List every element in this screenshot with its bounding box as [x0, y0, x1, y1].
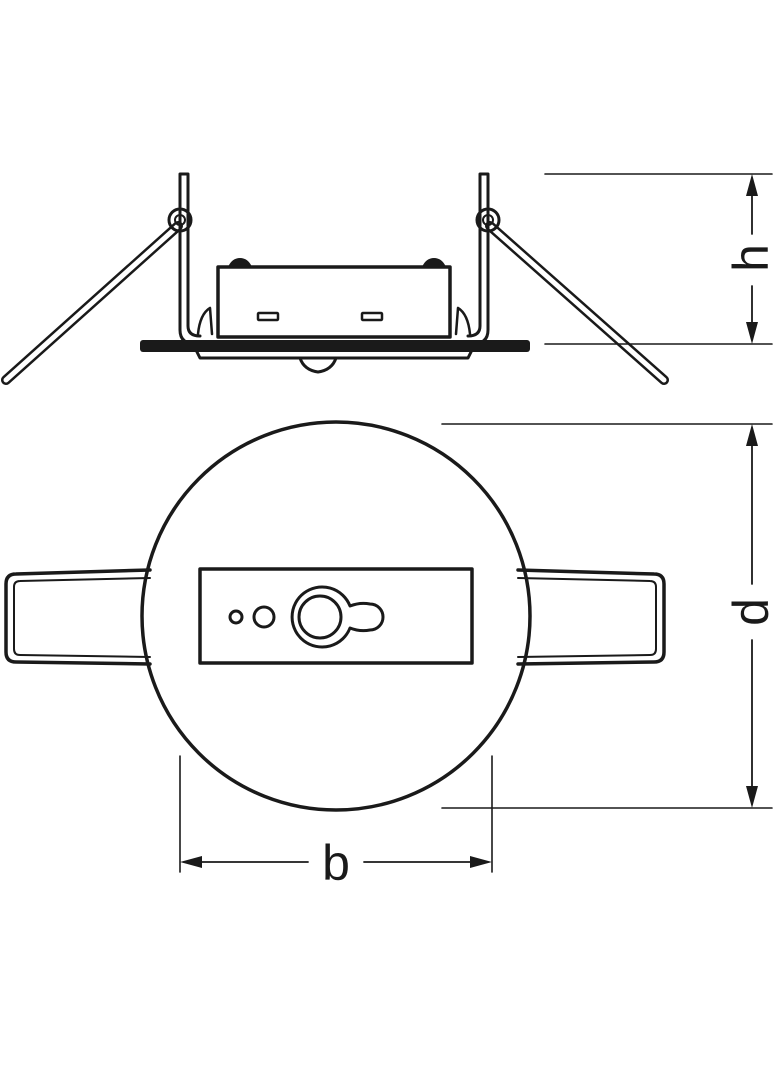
- diameter-label: d: [723, 598, 779, 626]
- height-dimension: h: [544, 173, 779, 345]
- diameter-arrow-bottom: [746, 786, 758, 808]
- right-wire-spring-plan: [516, 568, 666, 666]
- sensor-lens: [290, 585, 385, 649]
- diameter-dimension: d: [441, 423, 779, 809]
- width-arrow-right: [470, 856, 492, 868]
- left-wire-spring-plan: [4, 568, 152, 666]
- base-flange: [140, 340, 530, 374]
- sensor-housing: [196, 258, 472, 339]
- height-label: h: [723, 244, 779, 272]
- top-view: d b: [4, 420, 779, 891]
- width-label: b: [322, 835, 350, 891]
- diameter-arrow-top: [746, 424, 758, 446]
- height-arrow-bottom: [746, 322, 758, 344]
- left-spring-clip: [1, 207, 193, 385]
- width-dimension: b: [179, 755, 493, 891]
- led-medium: [252, 605, 276, 629]
- side-view: h: [1, 172, 779, 385]
- circular-flange: [140, 420, 532, 812]
- height-arrow-top: [746, 174, 758, 196]
- width-arrow-left: [180, 856, 202, 868]
- right-spring-clip: [475, 207, 669, 385]
- led-small: [228, 609, 244, 625]
- right-bracket: [466, 172, 490, 346]
- sensor-window: [198, 567, 474, 665]
- left-bracket: [178, 172, 202, 346]
